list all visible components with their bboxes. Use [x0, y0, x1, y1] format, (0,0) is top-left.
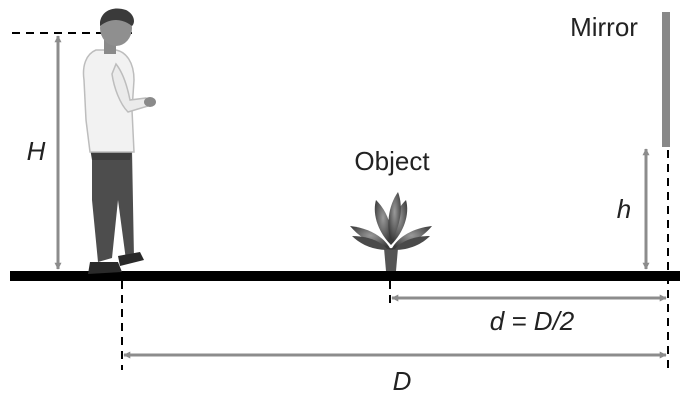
floor-line	[10, 271, 680, 281]
standing-man-icon	[82, 8, 156, 274]
mirror-bar	[662, 12, 670, 147]
object-distance-label: d = D/2	[490, 306, 575, 336]
person-height-label: H	[27, 136, 46, 166]
mirror-height-label: h	[617, 194, 631, 224]
object-label: Object	[354, 146, 430, 176]
mirror-label: Mirror	[570, 12, 638, 42]
person-distance-label: D	[393, 366, 412, 395]
potted-plant-icon	[350, 192, 432, 271]
